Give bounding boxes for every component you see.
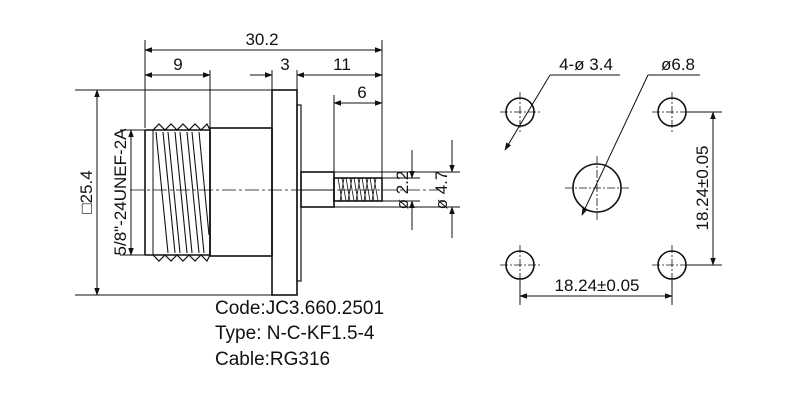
front-dimension-lines [504,74,722,305]
product-cable: Cable:RG316 [215,349,331,370]
product-type: Type: N-C-KF1.5-4 [215,323,375,344]
dim-flange-square: □25.4 [77,170,96,213]
front-dimension-labels: 4-ø 3.4 ø6.8 18.24±0.05 18.24±0.05 [555,55,712,295]
threaded-section [144,122,211,263]
dim-overall-length: 30.2 [245,30,278,49]
flange [271,89,298,296]
connector-body [209,127,273,257]
product-code: Code:JC3.660.2501 [215,298,385,319]
dim-pin-length: 11 [333,55,351,74]
side-dimension-lines [75,40,460,296]
dim-body-diameter: ø 4.7 [432,171,451,210]
dim-hole-spacing-horizontal: 18.24±0.05 [555,276,640,295]
dim-flange-thickness: 3 [280,55,289,74]
dim-pin-exposed: 6 [357,83,366,102]
dim-pin-diameter: ø 2.2 [393,171,412,210]
side-dimension-labels: 30.2 9 3 11 6 □25.4 5/8"-24UNEF-2A ø 2.2… [77,30,451,255]
dim-thread-spec: 5/8"-24UNEF-2A [111,128,130,256]
side-view [130,89,440,296]
dim-thread-length: 9 [173,55,182,74]
dim-center-hole: ø6.8 [661,55,695,74]
front-view [500,92,692,285]
dim-hole-callout: 4-ø 3.4 [559,55,613,74]
dim-hole-spacing-vertical: 18.24±0.05 [693,146,712,231]
